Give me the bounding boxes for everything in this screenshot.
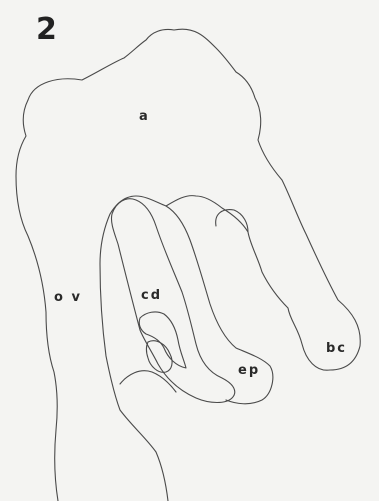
- cd-inner-curve: [120, 371, 176, 392]
- label-ov: o v: [54, 291, 82, 304]
- label-ep: ep: [238, 364, 260, 377]
- label-cd: cd: [141, 289, 162, 302]
- ov-outline: [16, 100, 58, 501]
- label-bc: bc: [326, 342, 347, 355]
- figure-number: 2: [36, 15, 57, 45]
- body-outline: [28, 29, 360, 501]
- label-a: a: [139, 110, 150, 123]
- bc-inner-outline: [216, 210, 248, 232]
- cd-inner-structure: [139, 312, 186, 368]
- cd-outline: [111, 199, 234, 403]
